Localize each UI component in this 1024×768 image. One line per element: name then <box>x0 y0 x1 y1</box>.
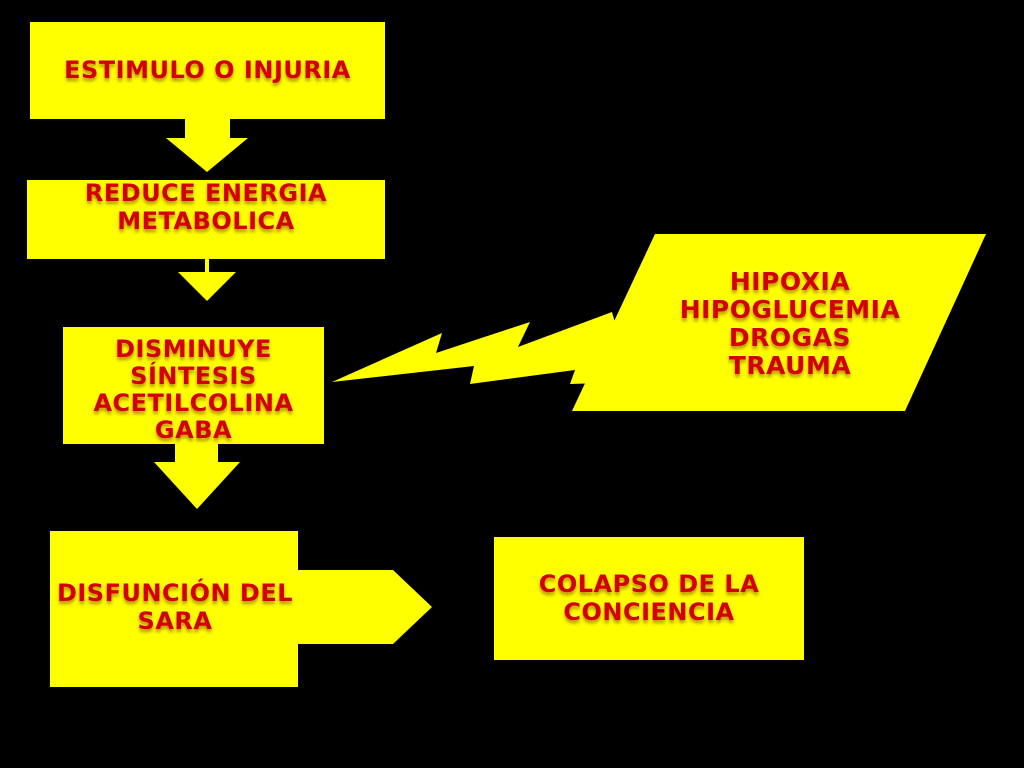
disfuncion-line-2: SARA <box>137 607 213 635</box>
disfuncion-label: DISFUNCIÓN DEL SARA <box>50 571 300 643</box>
lightning-bolt-icon <box>332 312 632 384</box>
causas-line-4: TRAUMA <box>728 351 852 380</box>
disfuncion-line-1: DISFUNCIÓN DEL <box>56 578 294 607</box>
colapso-line-1: COLAPSO DE LA <box>538 569 760 598</box>
colapso-box <box>494 537 804 660</box>
causas-line-1: HIPOXIA <box>729 267 851 296</box>
estimulo-box <box>30 22 385 119</box>
reduce-line-2: METABOLICA <box>117 207 295 235</box>
down-arrow-1 <box>166 119 248 172</box>
estimulo-label: ESTIMULO O INJURIA <box>30 22 385 119</box>
reduce-label: REDUCE ENERGIA METABOLICA <box>27 168 385 246</box>
reduce-box <box>27 180 385 259</box>
reduce-line-1: REDUCE ENERGIA <box>84 178 328 207</box>
down-arrow-3 <box>154 444 240 509</box>
disminuye-line-2: SÍNTESIS <box>130 362 257 391</box>
causas-line-3: DROGAS <box>728 323 852 352</box>
disminuye-line-1: DISMINUYE <box>115 335 272 364</box>
estimulo-line-1: ESTIMULO O INJURIA <box>64 56 351 85</box>
disfuncion-box <box>50 531 432 687</box>
disminuye-label: DISMINUYE SÍNTESIS ACETILCOLINA GABA <box>63 318 324 462</box>
disminuye-box <box>63 327 324 444</box>
disminuye-line-4: GABA <box>154 415 233 444</box>
causas-line-2: HIPOGLUCEMIA <box>679 295 901 324</box>
causas-label: HIPOXIA HIPOGLUCEMIA DROGAS TRAUMA <box>640 254 940 394</box>
disminuye-line-3: ACETILCOLINA <box>93 389 294 417</box>
down-arrow-2 <box>178 259 236 301</box>
causas-parallelogram <box>572 234 986 411</box>
colapso-line-2: CONCIENCIA <box>563 598 735 626</box>
colapso-label: COLAPSO DE LA CONCIENCIA <box>494 561 804 635</box>
